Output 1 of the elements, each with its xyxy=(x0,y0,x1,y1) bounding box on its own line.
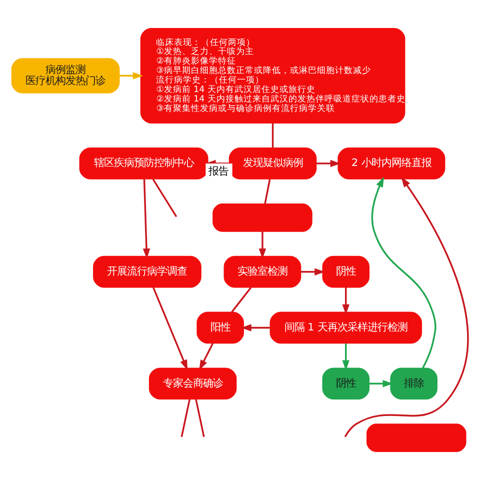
edge-label: 报告 xyxy=(208,166,229,178)
